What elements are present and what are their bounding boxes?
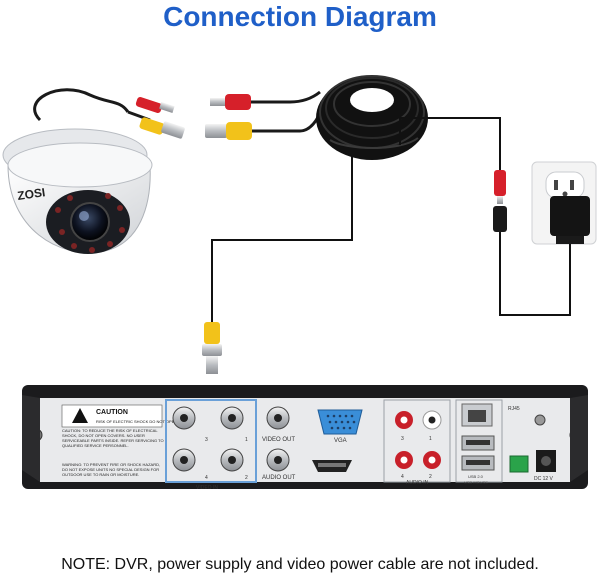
rj45-label: RJ45 bbox=[508, 406, 520, 412]
hdmi-port bbox=[312, 460, 352, 472]
video-in-label: VIDEO IN bbox=[196, 485, 218, 491]
caution-text: CAUTION: TO REDUCE THE RISK OF ELECTRICA… bbox=[62, 428, 164, 448]
audio-port-number: 3 bbox=[401, 436, 404, 442]
video-port-number: 3 bbox=[205, 437, 208, 443]
vga-port: VGA bbox=[317, 409, 363, 444]
bnc-plug-to-dvr bbox=[202, 322, 222, 374]
power-connectors bbox=[493, 170, 507, 232]
power-adapter bbox=[550, 196, 590, 260]
video-port-number: 2 bbox=[245, 475, 248, 481]
caution-title: CAUTION bbox=[96, 409, 128, 416]
cable-routes bbox=[211, 117, 571, 322]
audio-port-number: 1 bbox=[429, 436, 432, 442]
video-in-group: 3 1 4 2 VIDEO IN bbox=[165, 399, 257, 491]
warning-text: WARNING: TO PREVENT FIRE OR SHOCK HAZARD… bbox=[62, 462, 161, 477]
dvr-back-panel: CAUTION RISK OF ELECTRIC SHOCK DO NOT OP… bbox=[22, 385, 588, 491]
network-usb-group: RJ45 USB 2.0 USB MOUSE bbox=[455, 399, 520, 485]
camera-pigtail-connectors bbox=[127, 97, 185, 139]
bottom-note: NOTE: DVR, power supply and video power … bbox=[61, 556, 539, 573]
audio-port-number: 2 bbox=[429, 474, 432, 480]
video-out-group: VIDEO OUT AUDIO OUT bbox=[262, 406, 296, 481]
caution-sub: RISK OF ELECTRIC SHOCK DO NOT OPEN bbox=[96, 419, 177, 424]
extension-cable-plugs bbox=[205, 90, 324, 140]
video-port-number: 1 bbox=[245, 437, 248, 443]
power-input-group: DC 12 V bbox=[509, 414, 556, 482]
usb-mouse-label: USB MOUSE bbox=[464, 480, 488, 485]
dome-camera: ZOSI bbox=[2, 88, 153, 254]
camera-brand: ZOSI bbox=[16, 185, 46, 203]
audio-port-number: 4 bbox=[401, 474, 404, 480]
audio-in-group: 3 1 4 2 AUDIO IN bbox=[383, 399, 451, 486]
dc-label: DC 12 V bbox=[534, 476, 554, 482]
caution-label: CAUTION RISK OF ELECTRIC SHOCK DO NOT OP… bbox=[61, 404, 177, 477]
usb-label: USB 2.0 bbox=[468, 474, 484, 479]
video-port-number: 4 bbox=[205, 475, 208, 481]
camera-cable bbox=[33, 88, 130, 122]
audio-out-label: AUDIO OUT bbox=[262, 475, 296, 481]
audio-in-label: AUDIO IN bbox=[406, 480, 429, 486]
diagram-title: Connection Diagram bbox=[163, 1, 437, 32]
vga-label: VGA bbox=[334, 438, 347, 444]
video-out-label: VIDEO OUT bbox=[262, 437, 295, 443]
